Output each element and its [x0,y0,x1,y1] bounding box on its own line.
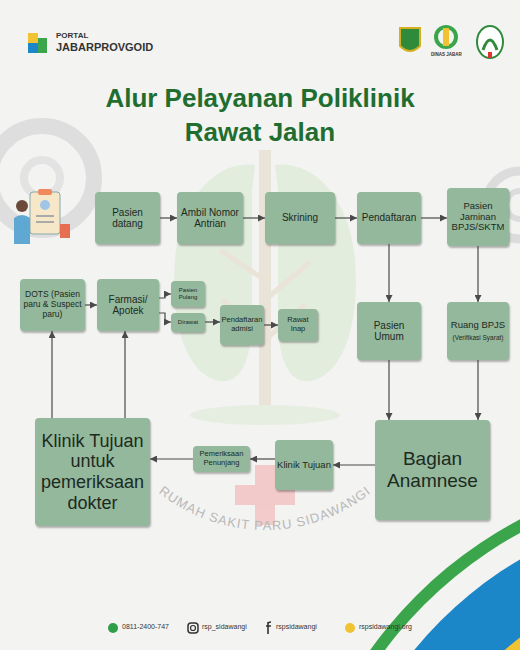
flow-arrow [150,458,193,459]
box-text: Ruang BPJS [451,320,505,331]
patient-illustration [14,189,70,244]
flow-arrow [388,244,389,302]
flow-arrow [477,360,478,420]
flow-arrow [51,331,52,418]
flow-arrow [205,321,220,322]
contact-text: rspsidawangi.org [359,623,412,630]
process-box: Rawat Inap [278,309,318,341]
box-text: Pasien Jaminan BPJS/SKTM [449,201,507,234]
flow-arrow [124,331,125,418]
process-box: Pemeriksaan Penunjang [193,446,250,472]
flow-arrow [250,458,275,459]
watermark-text: RUMAH SAKIT PARU SIDAWANGI [156,483,373,533]
box-text: Bagian Anamnese [377,448,488,492]
contact-text: rsp_sidawangi [202,623,247,630]
process-box: Ruang BPJS (Verifikasi Syarat) [447,302,509,360]
contact-text: 0811-2400-747 [122,623,169,630]
flow-arrow [85,304,97,305]
logo-text: JABARPROVGOID [56,41,153,53]
process-box: Klinik Tujuan [275,440,333,490]
box-text: Pemeriksaan Penunjang [195,450,248,467]
box-text: Dirawat [178,319,198,326]
decor-ring [24,160,60,196]
box-text: Pasien datang [97,207,158,230]
process-box: Pendaftaran [357,192,421,244]
flow-arrow [264,324,278,325]
process-box: Ambil Nomor Antrian [177,192,243,244]
process-box: Dirawat [171,313,205,332]
major-step-box: Klinik Tujuan untuk pemeriksaan dokter [35,418,150,526]
box-text: Ambil Nomor Antrian [179,207,241,230]
box-text: Pendaftaran [362,212,417,224]
process-box: Skrining [265,192,335,244]
process-box: Pasien Pulang [171,281,205,307]
box-text: Pendaftaran admisi [222,316,263,333]
flow-arrow [160,217,177,218]
major-step-box: Bagian Anamnese [375,420,490,520]
box-text: Skrining [282,212,318,224]
flow-arrow [388,360,389,420]
process-box: Farmasi/ Apotek [97,279,159,331]
flow-arrow [159,313,171,322]
institution-logos [400,26,503,58]
footer-icons [108,622,355,634]
logo-text: DINAS JABAR [431,52,462,57]
logo-text: PORTAL [56,31,88,40]
portal-logo [28,33,47,53]
flow-arrow [421,217,447,218]
box-text: DOTS (Pasien paru & Suspect paru) [22,290,83,319]
process-box: Pendaftaran admisi [220,305,264,345]
box-text: Rawat Inap [280,316,316,333]
process-box: Pasien Jaminan BPJS/SKTM [447,188,509,246]
box-text: Klinik Tujuan [277,460,331,471]
flow-arrow [243,217,265,218]
flow-arrow [335,217,357,218]
diagram-title: Alur Pelayanan Poliklinik Rawat Jalan [85,82,435,150]
process-box: Pasien datang [95,192,160,244]
process-box: DOTS (Pasien paru & Suspect paru) [20,279,85,331]
flow-arrow [477,246,478,302]
box-text: Pasien Pulang [173,287,203,301]
flow-arrow [159,294,171,298]
watermark-text: RUMAH SAKIT PARU SIDAWANGI [156,483,373,533]
box-text: (Verifikasi Syarat) [453,334,504,341]
box-text: Farmasi/ Apotek [99,294,157,317]
box-text: Pasien Umum [359,320,419,343]
process-box: Pasien Umum [357,302,421,360]
contact-text: rspsidawangi [276,623,317,630]
flow-arrow [333,464,375,465]
box-text: Klinik Tujuan untuk pemeriksaan dokter [37,431,148,514]
